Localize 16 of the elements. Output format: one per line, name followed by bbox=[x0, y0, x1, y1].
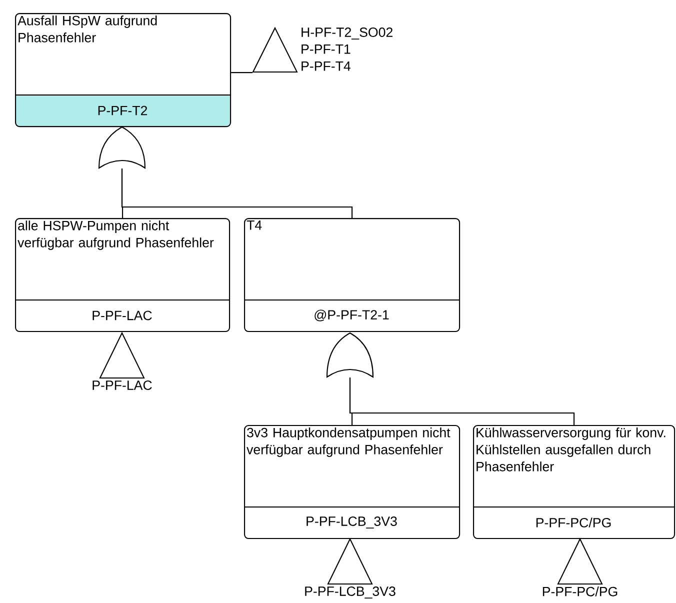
id-label: P-PF-LCB_3V3 bbox=[305, 586, 396, 598]
event-box: T4 @P-PF-T2-1 bbox=[244, 218, 460, 332]
connector-line bbox=[231, 72, 252, 74]
event-box: Ausfall HSpW aufgrund Phasenfehler P-PF-T2 bbox=[15, 13, 232, 128]
event-box: alle HSPW-Pumpen nicht verfügbar aufgrund Phasenfehler P-PF-LAC bbox=[15, 218, 230, 332]
event-box: 3v3 Hauptkondensatpumpen nicht verfügbar aufgrund Phasenfehler P-PF-LCB_3V3 bbox=[244, 425, 460, 540]
or-gate bbox=[98, 126, 146, 169]
id-label: P-PF-LAC bbox=[92, 380, 152, 390]
id-label: P-PF-PC/PG bbox=[542, 586, 618, 596]
event-box: Kühlwasserversorgung für konv. Kühlstellen ausgefallen durch Phasenfehler P-PF-PC/PG bbox=[473, 425, 676, 540]
connector-line bbox=[349, 378, 575, 425]
id-label: H-PF-T2_SO02 bbox=[302, 28, 392, 40]
or-gate bbox=[326, 332, 374, 378]
id-label: P-PF-T4 bbox=[302, 62, 351, 71]
connector-line bbox=[121, 168, 353, 218]
id-label: P-PF-T1 bbox=[302, 44, 350, 54]
